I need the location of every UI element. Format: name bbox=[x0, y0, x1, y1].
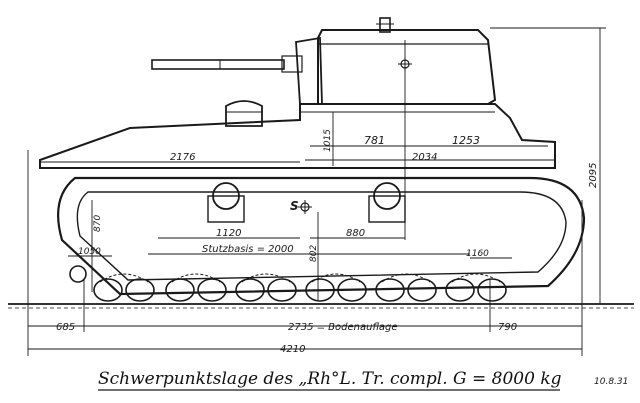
dim-781: 781 bbox=[364, 134, 385, 147]
dim-1015: 1015 bbox=[323, 129, 333, 152]
hull bbox=[39, 103, 556, 169]
return-roller-left bbox=[207, 182, 245, 223]
dim-bodenauflage: 2735 = Bodenauflage bbox=[288, 322, 398, 333]
dim-1253: 1253 bbox=[452, 134, 480, 147]
dim-4210: 4210 bbox=[280, 344, 305, 355]
track bbox=[57, 176, 586, 296]
dim-790: 790 bbox=[498, 322, 517, 333]
dim-1120: 1120 bbox=[216, 228, 241, 239]
drawing-caption: Schwerpunktslage des „Rh°L. Tr. compl. G… bbox=[98, 369, 562, 389]
cog-marker-hull bbox=[298, 200, 312, 214]
gun-mantlet bbox=[281, 36, 323, 105]
dim-1160: 1160 bbox=[466, 249, 489, 259]
cog-label: S bbox=[290, 199, 299, 213]
gun-barrel bbox=[151, 59, 285, 70]
ground-line bbox=[8, 303, 634, 309]
dim-2176: 2176 bbox=[170, 152, 195, 163]
dim-880: 880 bbox=[346, 228, 365, 239]
dim-685: 685 bbox=[56, 322, 75, 333]
dim-870: 870 bbox=[93, 215, 103, 232]
turret bbox=[317, 17, 497, 105]
dim-802: 802 bbox=[309, 245, 319, 262]
dim-2095: 2095 bbox=[588, 163, 599, 188]
drawing-date: 10.8.31 bbox=[594, 377, 628, 387]
dim-1050: 1050 bbox=[78, 247, 101, 257]
dim-2034: 2034 bbox=[412, 152, 437, 163]
dim-stuetzbasis: Stutzbasis = 2000 bbox=[202, 244, 294, 255]
dimension-lines bbox=[27, 27, 606, 356]
return-roller-right bbox=[368, 182, 406, 223]
commander-hatch bbox=[225, 100, 263, 127]
road-wheels bbox=[69, 265, 507, 302]
